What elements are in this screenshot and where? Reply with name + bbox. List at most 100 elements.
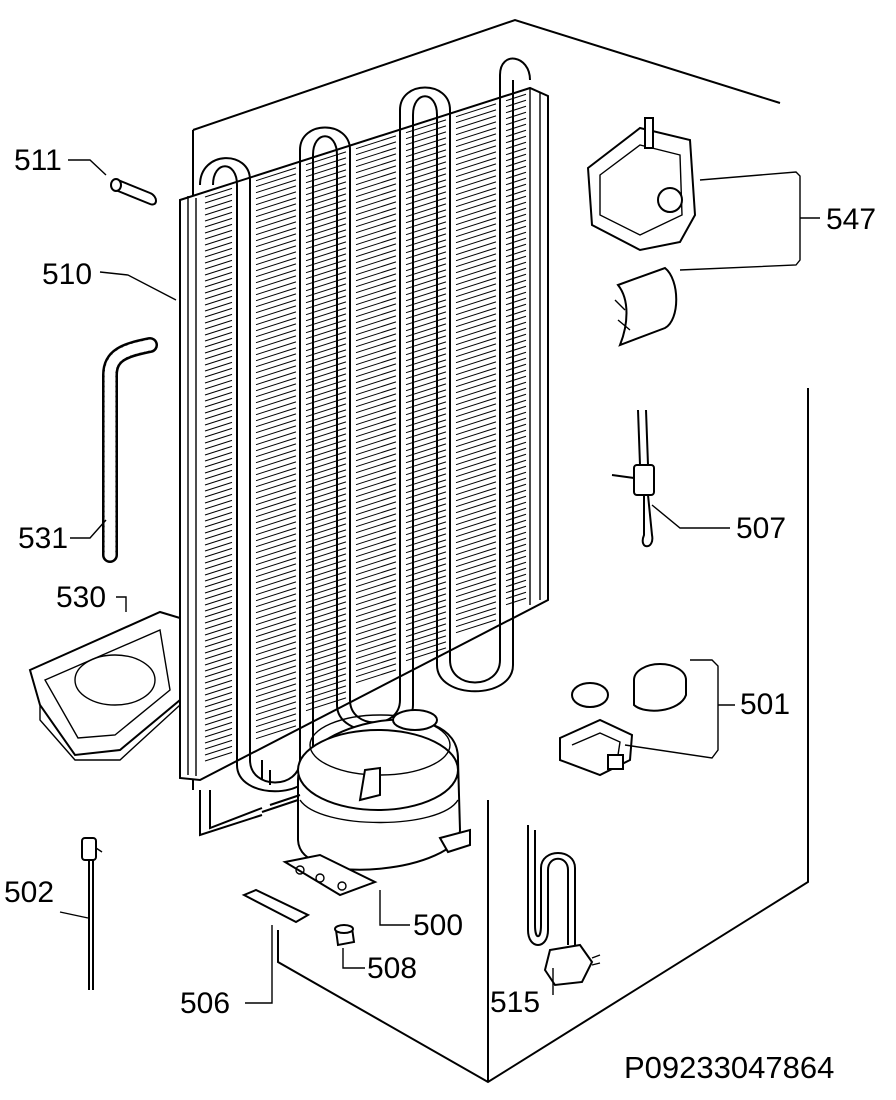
fin-line <box>505 585 527 594</box>
fin-line <box>505 123 527 132</box>
condenser-510 <box>179 57 549 837</box>
fin-line <box>204 499 233 510</box>
fin-line <box>204 505 233 516</box>
fin-line <box>255 599 297 614</box>
fin-line <box>505 537 527 546</box>
fin-line <box>255 293 297 308</box>
fin-line <box>505 495 527 504</box>
fin-line <box>505 591 527 600</box>
fin-line <box>255 299 297 314</box>
fin-line <box>255 227 297 242</box>
fin-line <box>255 515 297 530</box>
fin-line <box>255 257 297 272</box>
fin-line <box>505 393 527 402</box>
fin-line <box>355 537 397 552</box>
fin-line <box>255 689 297 704</box>
fin-line <box>255 683 297 698</box>
fin-line <box>355 135 397 150</box>
fin-line <box>355 423 397 438</box>
fin-line <box>355 627 397 642</box>
fin-line <box>505 279 527 288</box>
fin-line <box>505 375 527 384</box>
fin-line <box>255 353 297 368</box>
fin-line <box>455 223 497 238</box>
fin-line <box>455 289 497 304</box>
fin-line <box>355 399 397 414</box>
fin-line <box>505 303 527 312</box>
fin-line <box>455 457 497 472</box>
fin-line <box>204 439 233 450</box>
fin-line <box>455 385 497 400</box>
fin-line <box>355 225 397 240</box>
fin-line <box>455 415 497 430</box>
drawing-code: P09233047864 <box>624 1050 834 1085</box>
fin-line <box>455 487 497 502</box>
fin-line <box>255 671 297 686</box>
fin-line <box>455 163 497 178</box>
cable-502 <box>81 837 103 990</box>
fin-line <box>455 313 497 328</box>
fin-line <box>355 237 397 252</box>
fin-line <box>255 269 297 284</box>
fin-line <box>255 653 297 668</box>
fin-line <box>505 579 527 588</box>
fin-line <box>204 541 233 552</box>
fin-line <box>355 165 397 180</box>
fin-line <box>505 561 527 570</box>
fin-line <box>204 685 233 696</box>
fin-line <box>204 433 233 444</box>
fin-line <box>204 475 233 486</box>
fin-line <box>204 379 233 390</box>
fin-line <box>204 343 233 354</box>
fin-line <box>505 531 527 540</box>
fin-line <box>255 503 297 518</box>
fin-line <box>204 523 233 534</box>
fin-line <box>255 287 297 302</box>
fin-line <box>204 727 233 738</box>
fin-line <box>204 253 233 264</box>
fin-line <box>505 117 527 126</box>
fin-line <box>505 525 527 534</box>
leader-lines <box>59 159 820 1004</box>
fin-line <box>455 427 497 442</box>
fin-line <box>455 265 497 280</box>
fin-line <box>204 703 233 714</box>
fin-line <box>505 129 527 138</box>
fin-line <box>355 267 397 282</box>
fin-line <box>355 651 397 666</box>
fin-line <box>455 463 497 478</box>
fin-line <box>455 373 497 388</box>
fin-line <box>455 241 497 256</box>
fin-line <box>455 547 497 562</box>
fin-line <box>455 475 497 490</box>
fin-line <box>255 371 297 386</box>
fin-line <box>505 555 527 564</box>
fin-line <box>355 591 397 606</box>
fin-line <box>355 519 397 534</box>
fin-line <box>505 243 527 252</box>
fin-line <box>455 271 497 286</box>
fin-line <box>355 381 397 396</box>
fin-line <box>505 321 527 330</box>
fin-line <box>255 551 297 566</box>
fin-line <box>204 517 233 528</box>
fin-line <box>204 349 233 360</box>
fin-line <box>455 187 497 202</box>
fin-line <box>204 547 233 558</box>
fin-line <box>455 505 497 520</box>
fin-line <box>355 327 397 342</box>
fin-line <box>255 497 297 512</box>
fin-line <box>355 297 397 312</box>
fin-line <box>204 679 233 690</box>
fin-line <box>355 219 397 234</box>
fin-line <box>355 465 397 480</box>
fin-line <box>355 417 397 432</box>
fin-line <box>255 665 297 680</box>
fin-line <box>355 501 397 516</box>
fin-line <box>204 355 233 366</box>
fin-line <box>455 493 497 508</box>
fin-line <box>255 437 297 452</box>
fin-line <box>255 389 297 404</box>
fin-line <box>204 301 233 312</box>
insulation-hose-531 <box>102 337 158 563</box>
